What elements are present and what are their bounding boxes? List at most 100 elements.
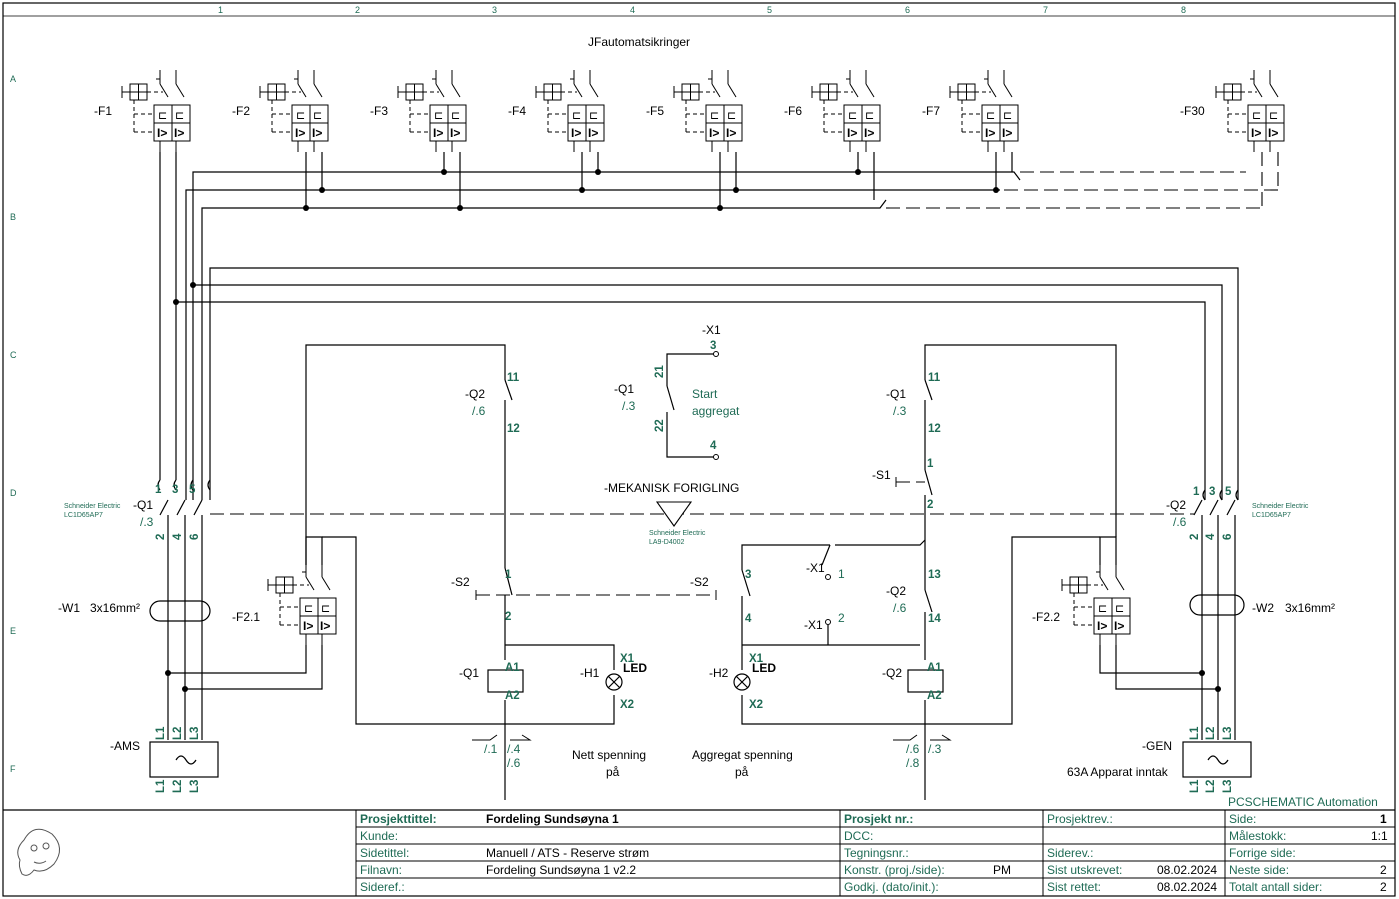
tb-sidetittel: Manuell / ATS - Reserve strøm [486, 846, 649, 860]
pin: X2 [749, 699, 763, 711]
phase-label: L2 [172, 727, 184, 740]
breaker-label: -F5 [646, 104, 664, 118]
pin: A2 [927, 690, 942, 702]
start-caption: Start [692, 387, 718, 401]
tb-sidetittel-label: Sidetittel: [360, 846, 409, 860]
pin: X1 [620, 653, 635, 665]
title-block: Prosjekttittel: Fordeling Sundsøyna 1 Ku… [17, 810, 1395, 896]
column-label: 4 [630, 5, 635, 15]
pin: 1 [1193, 486, 1200, 498]
pin: 3 [172, 484, 178, 496]
breaker-F1 [121, 69, 191, 153]
pin: 13 [928, 569, 941, 581]
start-caption: aggregat [692, 404, 740, 418]
row-label: B [10, 212, 16, 222]
breaker-F6 [811, 69, 881, 153]
tb-siderev-label: Siderev.: [1047, 846, 1093, 860]
junction-dots [165, 169, 1221, 692]
pin: X2 [620, 699, 634, 711]
lamp-h1-caption: på [606, 765, 620, 779]
control-wiring [168, 344, 1218, 800]
source-gen-caption: 63A Apparat inntak [1067, 765, 1169, 779]
column-label: 3 [492, 5, 497, 15]
phase-label: L2 [172, 780, 184, 793]
breaker-F2-2-label: -F2.2 [1032, 610, 1060, 624]
tb-godkj-label: Godkj. (dato/init.): [844, 880, 939, 894]
tb-prosjekttittel: Fordeling Sundsøyna 1 [486, 812, 619, 826]
pin: 6 [189, 534, 201, 540]
brand-label: PCSCHEMATIC Automation [1228, 795, 1378, 809]
q2-nc-tag: -Q2 [465, 387, 485, 401]
tb-neste-side: 2 [1380, 863, 1387, 877]
phase-label: L1 [1189, 779, 1201, 793]
breaker-label: -F4 [508, 104, 526, 118]
pin: 4 [710, 440, 717, 452]
pin: 22 [654, 419, 666, 432]
lamp-h1 [605, 673, 623, 691]
tb-sist-rettet-label: Sist rettet: [1047, 880, 1101, 894]
tb-konstr: PM [993, 863, 1011, 877]
breaker-F5 [673, 69, 743, 153]
tb-totalt-label: Totalt antall sider: [1229, 880, 1322, 894]
tb-sist-rettet: 08.02.2024 [1157, 880, 1217, 894]
coil-ref: /.1 [484, 742, 498, 756]
pin: 5 [189, 484, 196, 496]
phase-label: L1 [1189, 726, 1201, 740]
pin: A2 [505, 690, 520, 702]
pin: 2 [155, 534, 167, 540]
breaker-F2 [259, 69, 329, 153]
cable-w2 [1189, 594, 1245, 616]
left-contactor-maker: Schneider Electric [64, 503, 121, 510]
phase-label: L1 [155, 779, 167, 793]
pin: 12 [507, 423, 520, 435]
row-label: A [10, 74, 16, 84]
phase-label: L3 [1222, 727, 1234, 740]
pin: 11 [928, 372, 941, 384]
q2-no-tag: -Q2 [886, 584, 906, 598]
breaker-label: -F6 [784, 104, 802, 118]
phase-label: L2 [1205, 727, 1217, 740]
q1-nc-tag: -Q1 [886, 387, 906, 401]
tb-sist-utskrevet: 08.02.2024 [1157, 863, 1217, 877]
breaker-label: -F2 [232, 104, 250, 118]
phase-label: L1 [155, 726, 167, 740]
row-label: E [10, 626, 16, 636]
right-contactor-ref: /.6 [1173, 515, 1187, 529]
column-label: 6 [905, 5, 910, 15]
pin: 1 [155, 484, 162, 496]
right-contactor-maker: Schneider Electric [1252, 503, 1309, 510]
tb-tegningsnr-label: Tegningsnr.: [844, 846, 909, 860]
right-main-contactor [1193, 489, 1239, 740]
coil-ref: /.4 [507, 742, 521, 756]
row-label: F [10, 764, 16, 774]
phase-label: L2 [1205, 780, 1217, 793]
pin: A1 [927, 662, 942, 674]
interlock-label: -MEKANISK FORIGLING [604, 481, 739, 495]
pin: 1 [927, 458, 934, 470]
tb-prosjektrev-label: Prosjektrev.: [1047, 812, 1113, 826]
x1a-pin: 1 [838, 567, 845, 581]
interlock-symbol [655, 501, 693, 527]
breaker-F30 [1215, 69, 1285, 153]
tb-side-label: Side: [1229, 812, 1256, 826]
column-label: 7 [1043, 5, 1048, 15]
breaker-label: -F30 [1180, 104, 1205, 118]
pin: 2 [505, 611, 511, 623]
breaker-label: -F1 [94, 104, 112, 118]
left-main-contactor [157, 479, 211, 740]
pin: 6 [1222, 534, 1234, 540]
row-label: C [10, 350, 17, 360]
column-labels: 1 2 3 4 5 6 7 8 [218, 5, 1186, 15]
interlock-maker: Schneider Electric [649, 530, 706, 537]
cable-w1-spec: 3x16mm² [90, 601, 140, 615]
breaker-F2-1 [267, 562, 337, 646]
phase-label: L3 [1222, 780, 1234, 793]
right-contactor-tag: -Q2 [1166, 498, 1186, 512]
tb-prosjekttittel-label: Prosjekttittel: [360, 812, 437, 826]
row-label: D [10, 488, 17, 498]
logo-face-icon [17, 828, 60, 876]
coil-ref: /.6 [507, 756, 521, 770]
breaker-F4 [535, 69, 605, 153]
